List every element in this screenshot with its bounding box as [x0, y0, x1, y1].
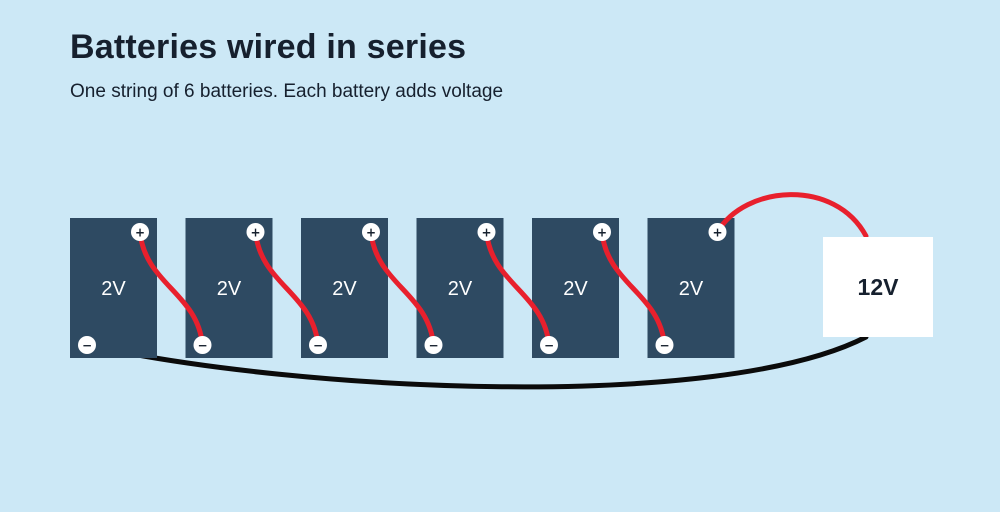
svg-text:−: −: [544, 339, 554, 353]
battery-label: 2V: [679, 278, 704, 300]
page-title: Batteries wired in series: [70, 28, 467, 66]
positive-terminal: +: [362, 223, 380, 241]
series-wire: [137, 229, 205, 348]
svg-text:+: +: [135, 226, 145, 240]
svg-text:+: +: [481, 226, 491, 240]
svg-text:−: −: [82, 339, 92, 353]
header: Batteries wired in series One string of …: [70, 28, 503, 103]
negative-terminal: −: [540, 336, 558, 354]
negative-lead-wire: [84, 334, 869, 390]
svg-text:+: +: [366, 226, 376, 240]
negative-terminal: −: [309, 336, 327, 354]
positive-terminal: +: [246, 223, 265, 241]
series-wire: [368, 229, 436, 348]
svg-text:+: +: [597, 226, 607, 240]
battery-label: 2V: [448, 278, 473, 300]
negative-terminal: −: [424, 336, 443, 354]
positive-lead-wire: [715, 192, 869, 239]
svg-text:−: −: [659, 339, 669, 353]
output-box: 12V: [823, 237, 933, 337]
series-wire: [484, 229, 552, 348]
svg-text:−: −: [313, 339, 323, 353]
positive-terminal: +: [477, 223, 496, 241]
positive-terminal: +: [593, 223, 611, 241]
negative-terminal: −: [655, 336, 674, 354]
output-label: 12V: [858, 274, 900, 300]
battery-label: 2V: [101, 278, 126, 300]
svg-text:+: +: [712, 226, 722, 240]
positive-terminal: +: [708, 223, 727, 241]
svg-text:+: +: [250, 226, 260, 240]
svg-text:−: −: [197, 339, 207, 353]
battery-label: 2V: [332, 278, 357, 300]
negative-terminal: −: [78, 336, 96, 354]
page-subtitle: One string of 6 batteries. Each battery …: [70, 81, 504, 102]
series-wire: [599, 229, 667, 348]
svg-text:−: −: [428, 339, 438, 353]
battery-label: 2V: [563, 278, 588, 300]
positive-terminal: +: [131, 223, 149, 241]
battery-label: 2V: [217, 278, 242, 300]
series-wire: [253, 229, 321, 348]
negative-terminal: −: [193, 336, 212, 354]
